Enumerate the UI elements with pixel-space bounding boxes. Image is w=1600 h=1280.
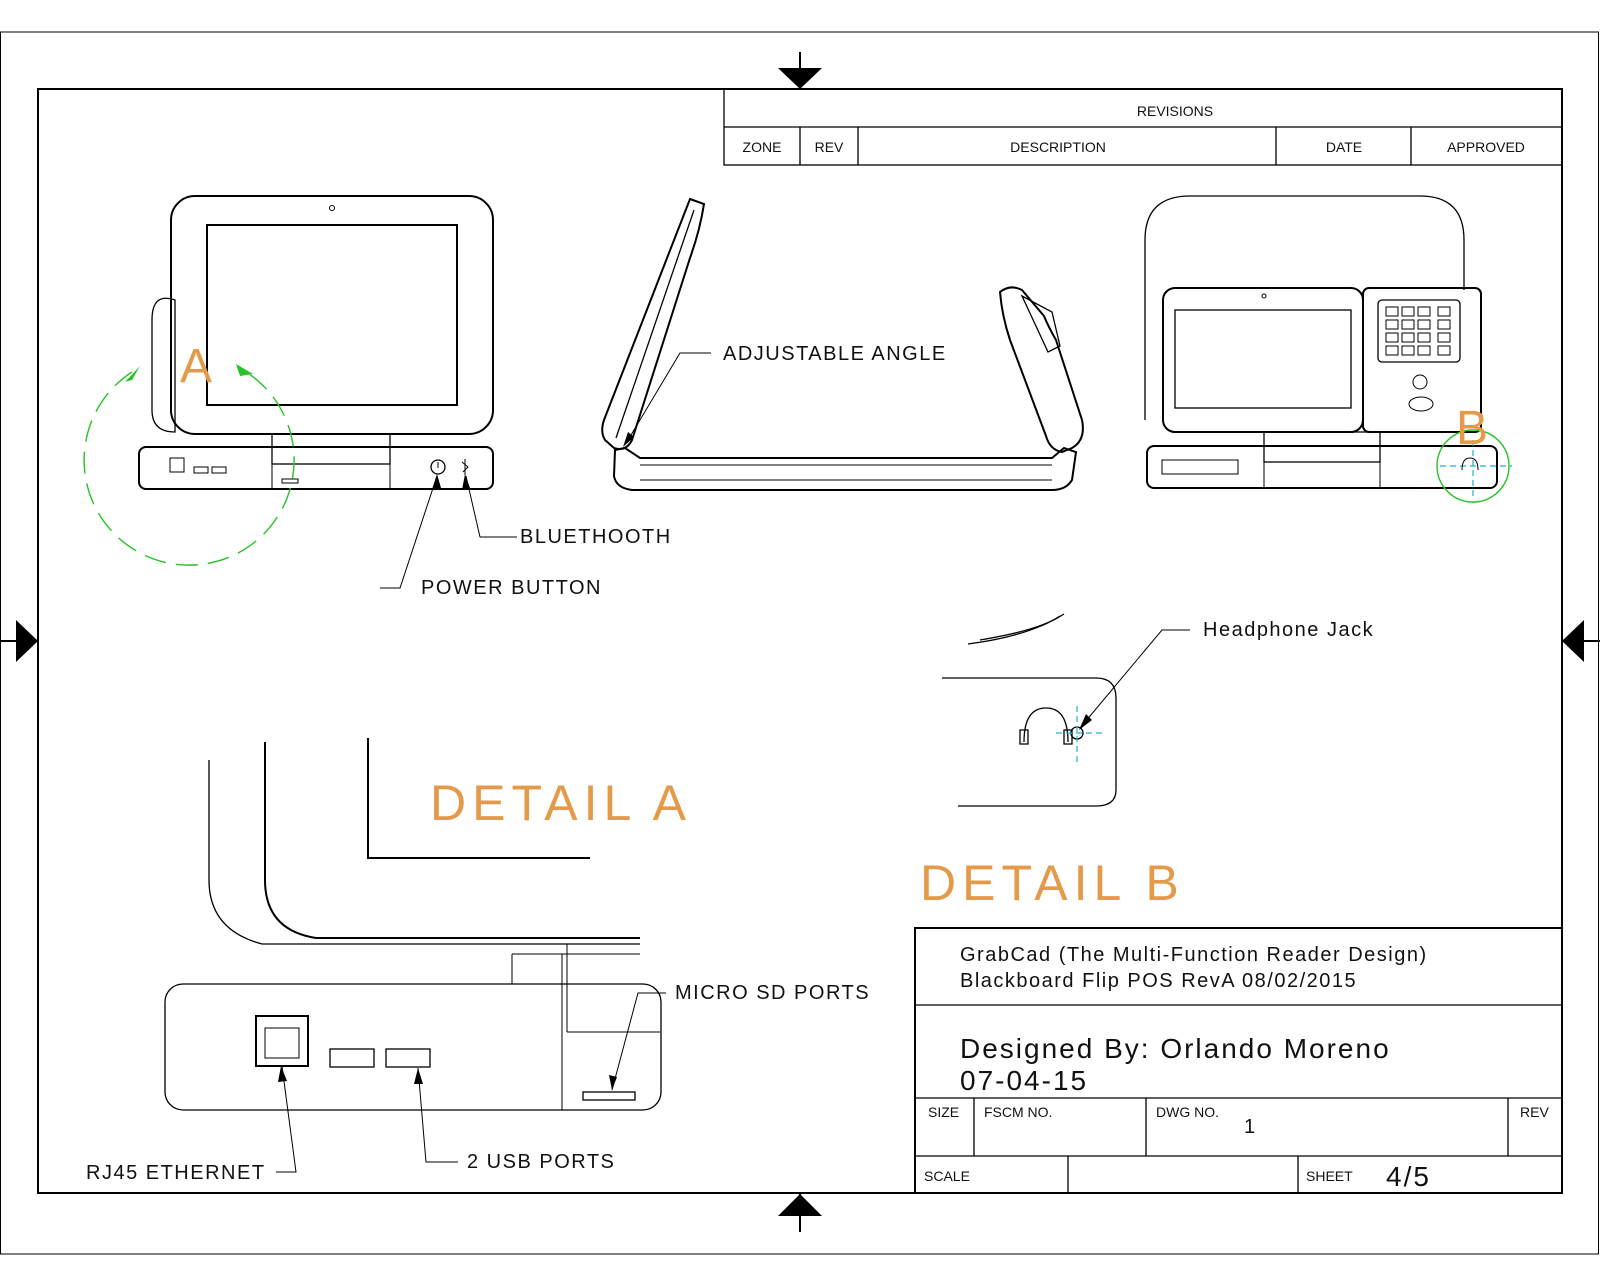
designed-by: Designed By: Orlando Moreno bbox=[960, 1033, 1391, 1064]
design-date: 07-04-15 bbox=[960, 1065, 1088, 1096]
dwg-value: 1 bbox=[1244, 1116, 1257, 1138]
detail-b-title: DETAIL B bbox=[920, 855, 1185, 911]
headphone-icon-small bbox=[1461, 457, 1479, 471]
side-view: ADJUSTABLE ANGLE bbox=[601, 197, 1084, 491]
callout-micro-sd: MICRO SD PORTS bbox=[675, 982, 870, 1004]
dwg-label: DWG NO. bbox=[1156, 1104, 1219, 1120]
bluetooth-icon bbox=[461, 459, 469, 475]
keypad-icon bbox=[1385, 306, 1451, 356]
microsd-slot-icon bbox=[582, 1091, 636, 1101]
power-button-icon bbox=[430, 459, 446, 475]
usb-port-1-icon bbox=[329, 1048, 375, 1068]
center-arrows bbox=[0, 52, 1600, 1232]
rev-col-approved: APPROVED bbox=[1447, 139, 1525, 155]
size-label: SIZE bbox=[928, 1104, 959, 1120]
callout-bluetooth: BLUETHOOTH bbox=[520, 526, 672, 548]
title-block: GrabCad (The Multi-Function Reader Desig… bbox=[914, 927, 1563, 1194]
revisions-table: REVISIONS ZONE REV DESCRIPTION DATE APPR… bbox=[723, 88, 1563, 166]
sheet-value: 4/5 bbox=[1386, 1161, 1431, 1192]
rev-col-date: DATE bbox=[1326, 139, 1362, 155]
usb-port-2-icon bbox=[385, 1048, 431, 1068]
callout-power-button: POWER BUTTON bbox=[421, 577, 602, 599]
detail-b: Headphone Jack DETAIL B bbox=[920, 613, 1374, 911]
card-icon bbox=[1408, 396, 1434, 412]
detail-a-title: DETAIL A bbox=[430, 775, 692, 831]
fscm-label: FSCM NO. bbox=[984, 1104, 1052, 1120]
inner-border bbox=[37, 88, 1563, 1194]
sheet-label: SHEET bbox=[1306, 1168, 1353, 1184]
callout-rj45: RJ45 ETHERNET bbox=[86, 1162, 266, 1184]
headphone-icon bbox=[1019, 707, 1073, 745]
contactless-icon bbox=[1412, 374, 1428, 390]
back-view: B bbox=[1144, 195, 1512, 503]
rev-col-description: DESCRIPTION bbox=[1010, 139, 1106, 155]
callout-adjustable-angle: ADJUSTABLE ANGLE bbox=[723, 343, 947, 365]
rev-label: REV bbox=[1520, 1104, 1549, 1120]
rev-col-rev: REV bbox=[815, 139, 844, 155]
title-line-2: Blackboard Flip POS RevA 08/02/2015 bbox=[960, 970, 1357, 992]
detail-marker-a: A bbox=[180, 340, 212, 393]
front-callouts: BLUETHOOTH POWER BUTTON bbox=[380, 474, 672, 599]
scale-label: SCALE bbox=[924, 1168, 970, 1184]
detail-marker-b: B bbox=[1456, 402, 1488, 455]
detail-a: DETAIL A MICRO SD PORTS RJ45 ETHERNET 2 … bbox=[86, 738, 870, 1184]
rotation-arc bbox=[83, 369, 295, 566]
outer-border bbox=[0, 31, 1599, 1255]
title-line-1: GrabCad (The Multi-Function Reader Desig… bbox=[960, 944, 1428, 966]
callout-headphone-jack: Headphone Jack bbox=[1203, 619, 1374, 641]
revisions-title: REVISIONS bbox=[1137, 103, 1213, 119]
rev-col-zone: ZONE bbox=[743, 139, 782, 155]
front-view: A bbox=[83, 195, 494, 566]
callout-usb: 2 USB PORTS bbox=[467, 1151, 615, 1173]
